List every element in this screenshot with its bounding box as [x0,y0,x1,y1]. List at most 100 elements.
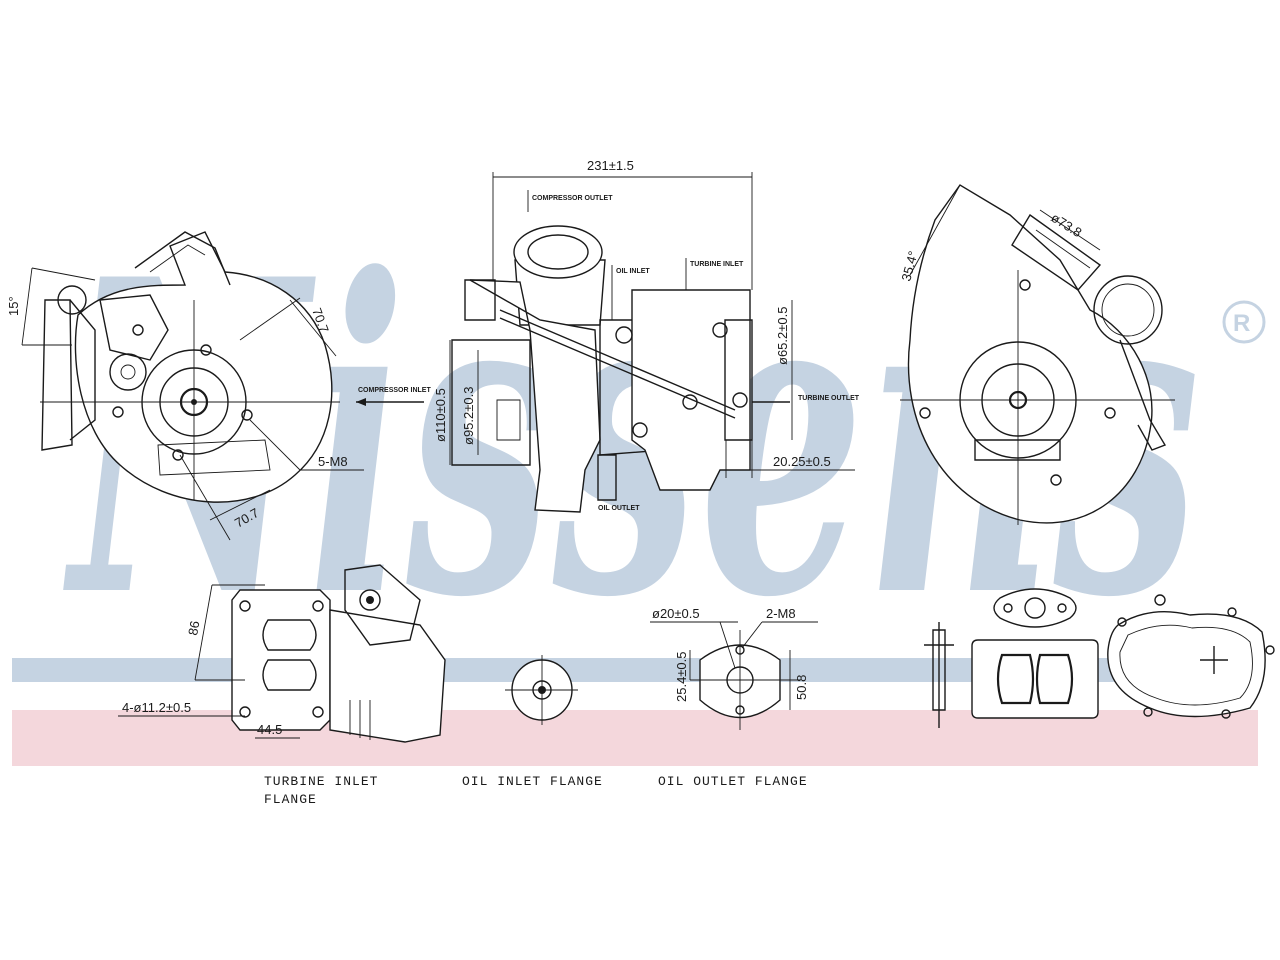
turbine-bolt-side-1 [682,394,698,410]
compressor-inlet-tube [134,231,231,286]
dim-231: 231±1.5 [587,158,634,173]
oil-gasket-bore [1024,597,1046,619]
label-oil-inlet: OIL INLET [616,268,650,275]
bolt-1 [200,344,212,356]
gasket-hole-3 [1143,707,1153,717]
label-compressor-outlet: COMPRESSOR OUTLET [532,195,613,202]
turbine-outlet-gasket-inner [1119,624,1253,706]
dim-44-5: 44.5 [257,722,282,737]
turbine-housing-body [329,609,446,743]
wastegate-actuator-pin [366,596,374,604]
wastegate-pivot-inner [120,364,136,380]
bolt-3 [172,449,184,461]
wastegate-linkage [1119,339,1167,451]
dim-707b-line [209,489,271,521]
bolt-4 [112,406,124,418]
view-oil-outlet-flange: ø20±0.5 2-M8 25.4±0.5 50.8 OIL OUTLET FL… [650,606,818,789]
view-oil-inlet-flange: OIL INLET FLANGE [462,655,603,789]
gasket-hole-5 [1265,645,1275,655]
turbine-flange-port-lower [262,659,317,691]
dim-5-m8: 5-M8 [318,454,348,469]
flange-base [157,439,271,476]
inlet-tube-inner [149,244,206,273]
turbine-inlet-duct [1011,213,1102,291]
turbine-bracket [974,439,1061,461]
turbine-inlet-duct-inner [1035,229,1091,269]
turbine-bolt-side-2 [732,392,748,408]
dim-707b-ext [179,454,231,541]
turbine-flange-hole-4 [312,706,324,718]
turbine-bolt-side-3 [632,422,648,438]
actuator-rod [69,299,96,441]
turbine-bolt-2 [1104,407,1116,419]
dim-4-holes: 4-ø11.2±0.5 [122,700,191,715]
wastegate-can [1093,275,1163,345]
dim-2-m8: 2-M8 [766,606,796,621]
oil-outlet-drain [597,454,617,501]
turbine-bolt-1 [919,407,931,419]
caption-oil-inlet-flange: OIL INLET FLANGE [462,774,603,789]
oil-gasket-hole-r [1057,603,1067,613]
dim-d65: ø65.2±0.5 [775,307,790,365]
leader-5m8 [249,419,301,471]
wastegate-can-inner [1101,283,1155,337]
dim-d20: ø20±0.5 [652,606,700,621]
turbine-bolt-side-4 [712,322,728,338]
actuator-can [57,285,87,315]
dim-25-4: 25.4±0.5 [674,651,689,702]
dim-15-line-a [31,267,96,281]
dim-d110: ø110±0.5 [433,388,448,442]
dim-86: 86 [185,620,202,637]
turbine-flange-hole-3 [239,706,251,718]
gasket-hole-1 [1154,594,1166,606]
actuator-plate [41,299,73,451]
oil-gasket [993,588,1077,628]
accessories [924,588,1275,728]
label-turbine-inlet: TURBINE INLET [690,261,744,268]
caption-turbine-inlet-flange-2: FLANGE [264,792,317,807]
registered-mark: R [1233,310,1250,337]
turbine-flange-port-upper [262,619,317,651]
oil-inlet-port [615,326,633,344]
view-side: 231±1.5 COMPRESSOR OUTLET OIL INLET TURB… [433,158,860,513]
turbine-inlet-gasket [971,639,1099,719]
gasket-hole-6 [1227,607,1237,617]
housing-ribs [349,700,371,740]
compressor-outlet-flange [513,225,603,279]
dim-angle-15: 15° [6,296,21,316]
wastegate-rod-side-b [499,317,736,419]
label-oil-outlet: OIL OUTLET [598,505,640,512]
inlet-arrowhead [356,398,366,406]
dim-86-line [194,584,213,681]
dim-35-line [909,184,961,276]
wastegate-rod-side [499,309,736,411]
bolt-2 [241,409,253,421]
dim-20-25: 20.25±0.5 [773,454,831,469]
dim-738-line [1039,209,1101,251]
bolt-5 [132,324,144,336]
caption-turbine-inlet-flange-1: TURBINE INLET [264,774,378,789]
compressor-outlet-bore [527,234,589,270]
dim-707a-ext [239,297,301,341]
oil-gasket-hole-l [1003,603,1013,613]
turbine-inlet-gasket-port-l [996,653,1035,705]
compressor-volute [74,231,333,503]
turbine-flange-hole-1 [239,600,251,612]
banjo-bolt [932,629,946,711]
view-turbine-inlet-flange: 86 4-ø11.2±0.5 44.5 TURBINE INLET FLANGE [118,564,446,807]
wastegate-actuator-pivot [359,589,381,611]
turbine-inlet-gasket-port-r [1035,653,1074,705]
view-compressor-side: 15° 70.7 70.7 5-M8 COMPRESSOR INLET [6,231,431,541]
gasket-hole-2 [1117,617,1127,627]
compressor-back-plate [451,339,531,466]
turbine-flange-hole-2 [312,600,324,612]
wastegate-actuator-arm [344,564,421,646]
leader-2m8-b [741,621,763,649]
turbine-bolt-3 [1050,474,1062,486]
label-compressor-inlet: COMPRESSOR INLET [358,387,431,394]
registered-circle [1222,300,1266,344]
actuator-body-side [464,279,496,321]
caption-oil-outlet-flange: OIL OUTLET FLANGE [658,774,808,789]
